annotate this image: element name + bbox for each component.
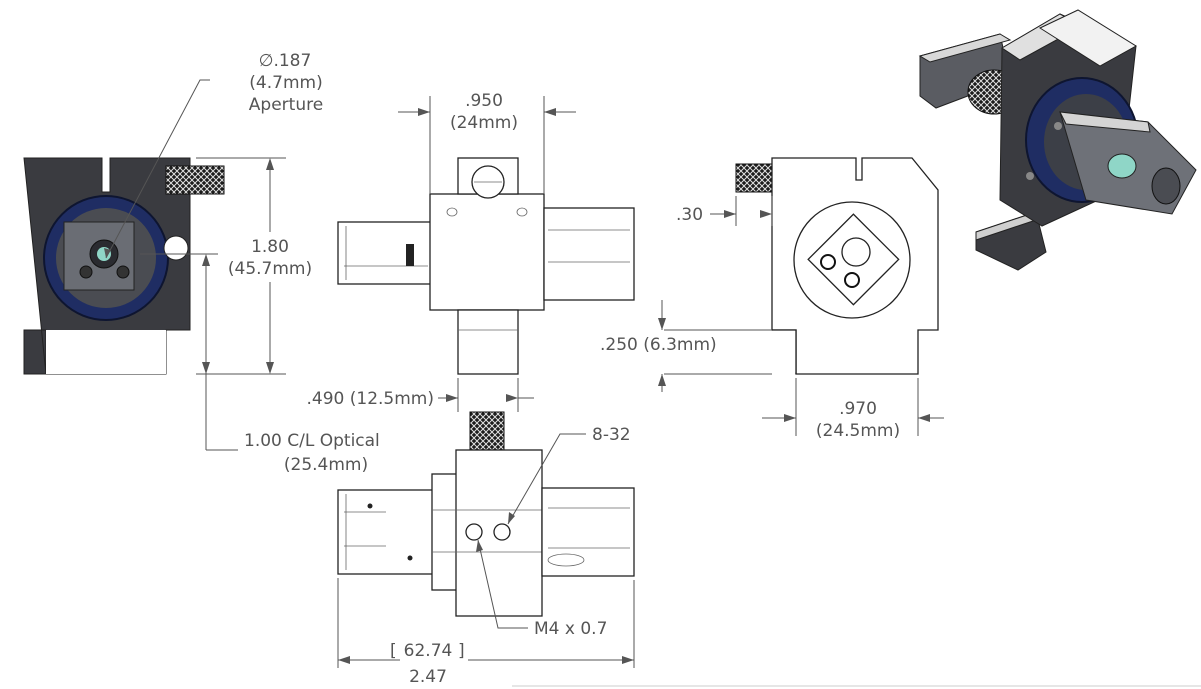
width-mm-label: (24mm) (450, 113, 518, 133)
aperture-word-label: Aperture (249, 95, 323, 115)
length-mm-label: 62.74 (404, 641, 453, 661)
thread-8-32-label: 8-32 (592, 425, 631, 445)
depth-dimension (762, 378, 944, 436)
width-dimension (398, 96, 576, 194)
optical-cl-dimension (140, 253, 238, 451)
depth-in-label: .970 (839, 399, 877, 419)
height-dimension (196, 157, 286, 375)
base-height-dimension (658, 300, 772, 392)
length-in-label: 2.47 (409, 667, 447, 687)
thread-m4-label: M4 x 0.7 (534, 619, 607, 639)
aperture-mm-label: (4.7mm) (249, 73, 322, 93)
knob-offset-label: .30 (676, 205, 703, 225)
side-view (337, 157, 635, 375)
front-view (23, 157, 225, 375)
top-view (337, 411, 635, 617)
rear-view (735, 157, 939, 375)
depth-mm-label: (24.5mm) (816, 421, 900, 441)
isometric-view (918, 9, 1197, 271)
length-bracket-right: ] (458, 641, 465, 661)
length-bracket-left: [ (390, 641, 397, 661)
knurled-knob (165, 165, 225, 195)
length-dimension (337, 578, 635, 668)
knob-dimension (710, 196, 773, 226)
height-mm-label: (45.7mm) (228, 259, 312, 279)
height-in-label: 1.80 (251, 237, 289, 257)
aperture-dia-label: ∅.187 (259, 51, 312, 71)
thickness-label: .490 (12.5mm) (307, 389, 435, 409)
thickness-dimension (438, 378, 534, 412)
optical-cl-mm-label: (25.4mm) (284, 455, 368, 475)
optical-cl-label: 1.00 C/L Optical (244, 431, 380, 451)
base-height-label: .250 (6.3mm) (600, 335, 717, 355)
width-in-label: .950 (465, 91, 503, 111)
